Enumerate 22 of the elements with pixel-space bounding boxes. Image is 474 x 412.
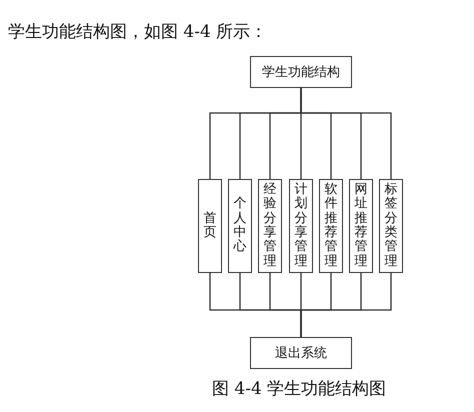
function-label: 网址推荐管理 <box>354 183 368 269</box>
connector-line <box>300 88 392 179</box>
function-box <box>319 179 343 273</box>
function-label: 个人中心 <box>234 197 246 255</box>
function-label: 软件推荐管理 <box>324 183 338 269</box>
function-box <box>258 179 282 273</box>
function-label: 标签分类管理 <box>384 183 398 269</box>
function-box <box>289 179 313 273</box>
function-box <box>349 179 373 273</box>
function-label: 经验分享管理 <box>264 183 276 269</box>
module-box <box>250 337 352 369</box>
intro-sentence: 学生功能结构图，如图 4-4 所示： <box>8 21 268 43</box>
module-label: 学生功能结构 <box>262 64 340 81</box>
function-box <box>379 179 403 273</box>
function-box <box>228 179 252 273</box>
function-label: 计划分享管理 <box>294 183 308 269</box>
module-label: 退出系统 <box>275 345 327 362</box>
figure-caption: 图 4-4 学生功能结构图 <box>212 378 386 400</box>
connector-line <box>300 273 392 337</box>
function-label: 首页 <box>204 212 216 240</box>
function-box <box>198 179 222 273</box>
module-box <box>250 56 352 88</box>
